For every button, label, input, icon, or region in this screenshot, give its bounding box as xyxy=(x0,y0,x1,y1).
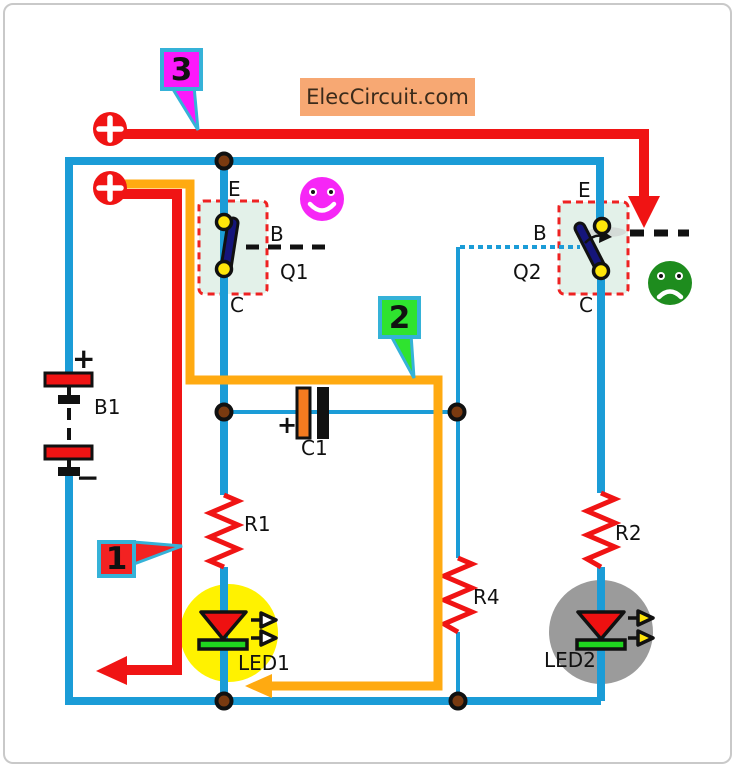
resistor-r1-zigzag xyxy=(203,492,245,570)
capacitor-positive-plate xyxy=(295,386,312,440)
led1-light-arrow-icon xyxy=(259,611,278,629)
q2-switch-open xyxy=(573,216,626,281)
junction-dot xyxy=(214,691,234,711)
junction-dot xyxy=(214,151,234,171)
callout2-pointer xyxy=(387,332,416,379)
led2-light-arrow-icon xyxy=(636,629,655,647)
sad-face-icon xyxy=(648,261,692,305)
positive-terminal-icon xyxy=(93,171,127,205)
led1-symbol xyxy=(197,610,278,651)
battery-plate-positive-2 xyxy=(43,444,94,461)
resistor-r2-label: R2 xyxy=(615,521,642,545)
callout3-pointer xyxy=(168,84,200,131)
junction-dot xyxy=(214,402,234,422)
q2-switch-lever xyxy=(576,224,604,271)
led1-anode-triangle xyxy=(199,610,248,641)
led2-light-arrow-icon xyxy=(636,609,655,627)
q1-emitter-terminal xyxy=(214,212,234,232)
junction-dot xyxy=(447,402,467,422)
q2-emitter-terminal xyxy=(592,216,612,236)
q1-emitter-label: E xyxy=(228,177,241,201)
q2-emitter-label: E xyxy=(578,178,591,202)
site-banner: ElecCircuit.com xyxy=(300,78,475,116)
q1-base-label: B xyxy=(270,222,284,246)
capacitor-plus-sign: + xyxy=(277,411,298,439)
junction-dot xyxy=(448,691,468,711)
resistor-r1-label: R1 xyxy=(244,512,271,536)
capacitor-negative-plate xyxy=(317,387,329,439)
battery-plate-negative-2 xyxy=(58,467,80,476)
battery-symbol xyxy=(43,371,94,476)
callout-step-3: 3 xyxy=(160,48,203,91)
top-rail-wire xyxy=(65,157,604,373)
red-arrowhead-icon xyxy=(628,196,660,228)
callout-step-2: 2 xyxy=(378,296,421,339)
red-current-path-1 xyxy=(96,189,182,685)
red-arrowhead-icon xyxy=(96,656,127,685)
led1-light-arrow-icon xyxy=(259,629,278,647)
led2-label: LED2 xyxy=(544,648,596,672)
led1-cathode-bar xyxy=(197,638,249,651)
q2-collector-label: C xyxy=(579,293,593,317)
battery-label: B1 xyxy=(94,395,121,419)
led2-anode-triangle xyxy=(576,610,626,641)
orange-arrowhead-icon xyxy=(245,674,272,698)
junction-dots xyxy=(214,151,468,711)
capacitor-label: C1 xyxy=(301,436,328,460)
resistor-r2-zigzag xyxy=(580,490,622,570)
q2-collector-terminal xyxy=(591,261,611,281)
battery-plate-negative-1 xyxy=(58,395,80,404)
q2-base-label: B xyxy=(533,221,547,245)
orange-current-path xyxy=(113,179,443,698)
red-current-path-3 xyxy=(113,129,660,228)
callout-step-1: 1 xyxy=(97,540,136,578)
positive-terminal-icon xyxy=(93,112,127,146)
happy-face-icon xyxy=(300,177,344,221)
ground-rail-wire xyxy=(65,476,601,705)
led1-label: LED1 xyxy=(238,651,290,675)
resistor-r4-label: R4 xyxy=(473,585,500,609)
battery-plus-sign: + xyxy=(72,342,96,375)
blue-wires xyxy=(65,157,605,705)
resistor-r4-zigzag xyxy=(437,555,479,635)
q1-label: Q1 xyxy=(280,260,309,284)
led2-symbol xyxy=(575,609,655,651)
battery-minus-sign: − xyxy=(76,461,100,494)
q2-label: Q2 xyxy=(513,260,542,284)
q1-switch-closed xyxy=(214,212,240,279)
q1-collector-terminal xyxy=(214,259,234,279)
led2-cathode-bar xyxy=(575,638,627,651)
q1-collector-label: C xyxy=(230,293,244,317)
